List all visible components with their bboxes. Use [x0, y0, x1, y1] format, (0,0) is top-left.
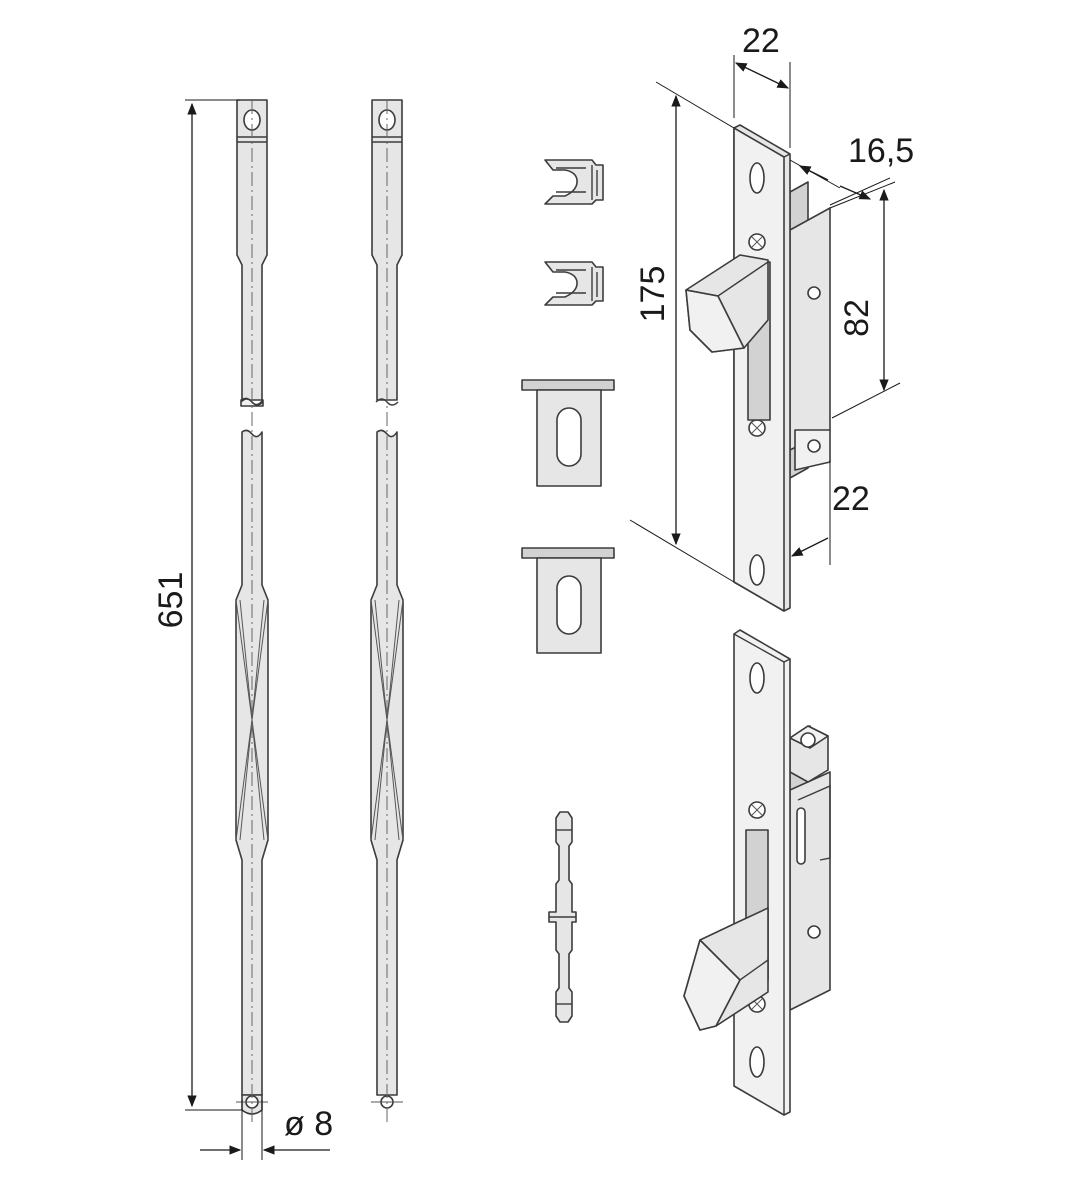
bolt-lock-upper: [685, 124, 831, 612]
bolt-length-label: 175: [634, 266, 672, 323]
dimension-rod-length: 651: [152, 99, 242, 1111]
rod-right: [370, 99, 404, 1125]
rod-length-label: 651: [152, 572, 190, 629]
rod-guide-upper: [521, 379, 615, 487]
plate-width-top-label: 22: [742, 22, 780, 60]
rod-clip-upper: [544, 159, 604, 205]
depth-label: 16,5: [848, 132, 914, 170]
rod-right-lower-shaft: [370, 429, 404, 1096]
rod-clip-lower: [544, 261, 604, 306]
body-height-label: 82: [838, 299, 876, 337]
dimension-body-height: 82: [829, 181, 901, 419]
plate-width-bottom-label: 22: [832, 480, 870, 518]
connector-pin: [548, 811, 577, 1023]
guide-upper-slot: [556, 407, 582, 467]
guide-lower-slot: [556, 575, 582, 635]
dimension-depth: 16,5: [789, 132, 914, 206]
dimension-plate-width-bottom: 22: [790, 460, 870, 565]
bolt-lock-lower: [683, 629, 831, 1116]
rod-guide-lower: [521, 547, 615, 654]
rod-diameter-label: ø 8: [284, 1105, 333, 1143]
dimension-rod-diameter: ø 8: [200, 1100, 333, 1160]
dimension-bolt-length: 175: [629, 81, 735, 583]
dimension-plate-width-top: 22: [733, 22, 791, 148]
rod-left: [235, 99, 269, 1125]
